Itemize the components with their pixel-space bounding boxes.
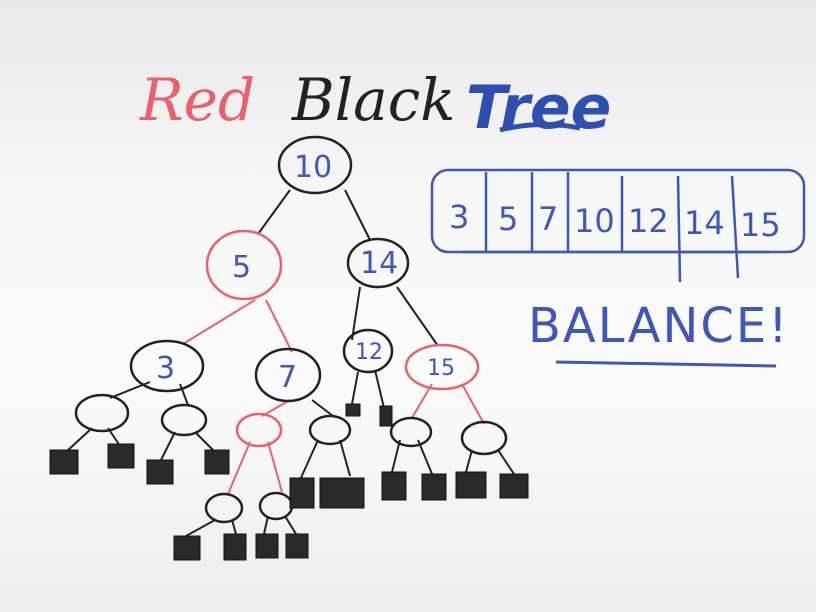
node-empty [235,412,283,448]
array-cell-0: 3 [449,198,469,236]
nil-leaf [146,459,174,485]
node-label-3: 3 [156,351,175,386]
nil-leaf [499,473,529,499]
nil-leaf [455,471,487,499]
nil-leaf [345,403,361,417]
node-label-10: 10 [294,150,332,185]
array-cell-3: 10 [574,202,615,240]
node-12 [342,328,394,374]
nil-leaf [421,473,447,501]
node-empty [308,414,352,446]
tree-edges [65,189,515,537]
node-5 [205,229,283,301]
node-empty [204,492,244,524]
array-cell-4: 12 [628,202,669,240]
nil-leaf [285,533,309,559]
node-3 [129,339,205,393]
node-empty [160,403,208,437]
node-label-7: 7 [278,360,297,395]
node-label-14: 14 [360,246,398,281]
nil-leaf [379,405,393,427]
nil-leaf [49,449,79,475]
array-cell-1: 5 [498,200,518,238]
title-red: Red [139,66,255,134]
tree-nodes [74,135,508,524]
nil-leaf [319,477,365,509]
title-black: Black [291,66,455,134]
title-underline-scribble [499,121,581,133]
node-label-5: 5 [232,250,251,285]
node-10 [277,135,353,195]
node-15 [404,343,480,391]
node-label-12: 12 [355,340,383,365]
array-cell-5: 14 [684,204,725,242]
nil-leaf [223,533,247,561]
nil-leaf [381,471,407,501]
node-empty [258,491,294,521]
node-empty [460,420,508,456]
balance-text: BALANCE! [528,298,789,354]
node-14 [346,237,410,289]
node-label-15: 15 [427,356,455,381]
nil-leaf [107,443,135,469]
node-7 [254,347,322,403]
array-cell-2: 7 [538,200,558,238]
title-blue: Tree [466,73,611,143]
nil-leaves [49,403,529,561]
node-empty [389,416,433,448]
nil-leaf [204,449,230,475]
balance-underline [555,360,777,368]
array-cell-6: 15 [740,206,781,244]
node-empty [74,393,130,433]
nil-leaf [289,477,315,509]
nil-leaf [173,535,201,561]
nil-leaf [255,533,279,559]
sorted-array [430,168,806,283]
